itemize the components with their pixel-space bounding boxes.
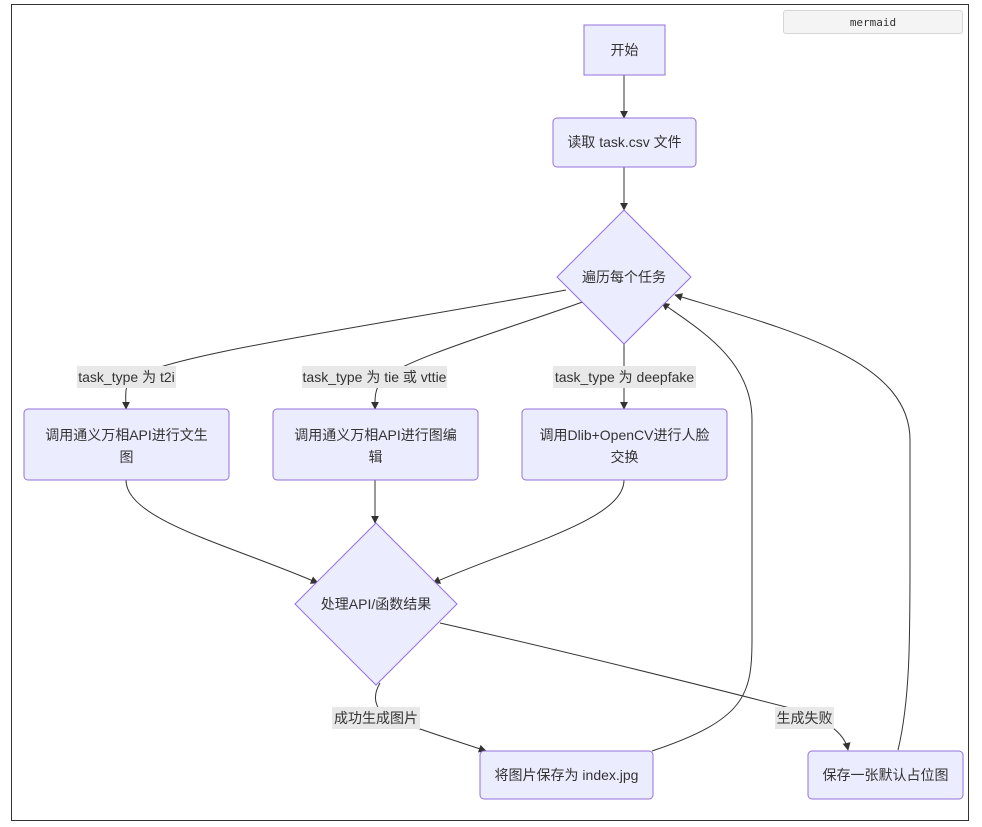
mermaid-badge: mermaid bbox=[783, 10, 963, 34]
node-placeholder-label: 保存一张默认占位图 bbox=[823, 767, 949, 783]
node-save-label: 将图片保存为 index.jpg bbox=[495, 767, 639, 783]
edge-label-fail: 生成失败 bbox=[775, 707, 834, 729]
node-read: 读取 task.csv 文件 bbox=[552, 117, 697, 168]
node-t2i: 调用通义万相API进行文生 图 bbox=[23, 408, 230, 481]
node-read-label: 读取 task.csv 文件 bbox=[567, 134, 681, 150]
edge-process-fail bbox=[439, 622, 851, 751]
node-swap-line1: 调用Dlib+OpenCV进行人脸 bbox=[540, 427, 710, 443]
node-save: 将图片保存为 index.jpg bbox=[479, 750, 654, 800]
edge-label-t2i: task_type 为 t2i bbox=[77, 366, 176, 388]
node-process-label: 处理API/函数结果 bbox=[321, 596, 431, 612]
node-swap-line2: 交换 bbox=[611, 449, 639, 465]
node-process: 处理API/函数结果 bbox=[294, 522, 458, 686]
node-start: 开始 bbox=[583, 24, 666, 76]
edge-label-deepfake: task_type 为 deepfake bbox=[553, 366, 696, 388]
node-edit-line1: 调用通义万相API进行图编 bbox=[294, 427, 457, 443]
edge-label-success-text: 成功生成图片 bbox=[334, 710, 418, 726]
edge-swap-process bbox=[432, 479, 625, 584]
node-t2i-line1: 调用通义万相API进行文生 bbox=[45, 427, 208, 443]
node-edit: 调用通义万相API进行图编 辑 bbox=[272, 408, 479, 481]
edge-label-edit-text: task_type 为 tie 或 vttie bbox=[303, 369, 447, 385]
edge-t2i-process bbox=[125, 479, 319, 584]
node-placeholder: 保存一张默认占位图 bbox=[807, 750, 964, 800]
node-loop-label: 遍历每个任务 bbox=[582, 269, 666, 285]
node-loop: 遍历每个任务 bbox=[556, 209, 692, 345]
edge-label-fail-text: 生成失败 bbox=[777, 710, 833, 726]
node-t2i-line2: 图 bbox=[120, 449, 134, 465]
node-swap: 调用Dlib+OpenCV进行人脸 交换 bbox=[521, 408, 728, 481]
edge-label-edit: task_type 为 tie 或 vttie bbox=[302, 366, 447, 388]
edge-label-deepfake-text: task_type 为 deepfake bbox=[555, 369, 695, 385]
edge-label-t2i-text: task_type 为 t2i bbox=[78, 369, 175, 385]
edge-label-success: 成功生成图片 bbox=[332, 707, 420, 729]
node-start-label: 开始 bbox=[611, 42, 639, 58]
edge-placeholder-loop bbox=[674, 293, 911, 751]
node-edit-line2: 辑 bbox=[369, 449, 383, 465]
edge-save-loop bbox=[651, 302, 753, 752]
edge-loop-edit bbox=[370, 299, 589, 410]
edge-loop-t2i bbox=[121, 289, 567, 410]
